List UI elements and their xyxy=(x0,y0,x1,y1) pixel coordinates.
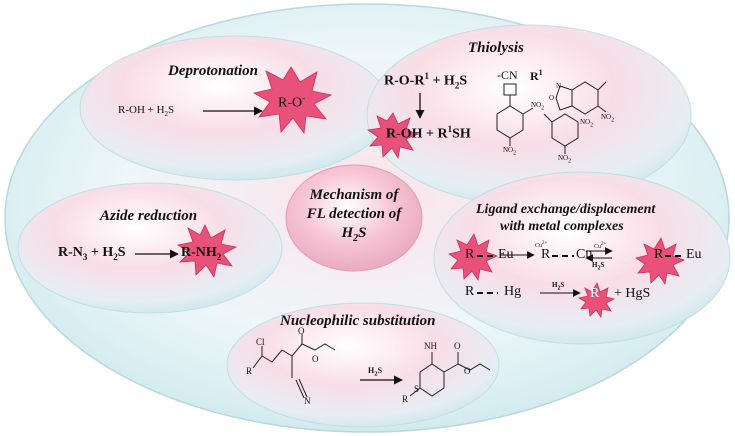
nucleophilic-cl: Cl xyxy=(256,337,265,347)
azide-title: Azide reduction xyxy=(100,208,198,224)
azide-reactant: R-N3 + H2S xyxy=(58,245,126,262)
thiolysis-no2-b: NO2 xyxy=(503,146,517,157)
nucleophilic-n-left: N xyxy=(304,396,311,406)
deprotonation-title: Deprotonation xyxy=(168,63,259,79)
nucleophilic-o-left-2: O xyxy=(312,354,319,364)
center-title: Mechanism of FL detection of H2S xyxy=(298,186,410,248)
ligand-eu-1: Eu xyxy=(498,247,514,262)
star-ligand-left xyxy=(448,233,499,282)
ligand-r-1: R xyxy=(465,247,475,262)
thiolysis-n-label: N xyxy=(556,82,562,90)
thiolysis-o-label: O xyxy=(549,94,555,102)
nucleophilic-s: S xyxy=(414,384,420,394)
thiolysis-r1-label: R1 xyxy=(530,68,543,83)
nucleophilic-h2s: H2S xyxy=(368,366,383,378)
nucleophilic-nh: NH xyxy=(424,341,437,351)
ligand-hg: Hg xyxy=(504,284,522,299)
center-line1: Mechanism of xyxy=(309,187,399,203)
deprotonation-product: R-O- xyxy=(278,93,306,111)
ligand-h2s-eq: H2S xyxy=(592,261,605,272)
ligand-r-5: R xyxy=(590,286,600,301)
ligand-title-line2: with metal complexes xyxy=(500,219,624,234)
nucleophilic-o-right: O xyxy=(454,341,461,351)
ligand-cu: Cu xyxy=(576,247,593,262)
dinitrophenyl-structure xyxy=(543,113,579,154)
diene-ester-structure xyxy=(252,334,336,399)
star-ligand-right xyxy=(635,237,686,286)
nbd-structure xyxy=(555,81,607,115)
ligand-r-4: R xyxy=(465,284,475,299)
star-azide xyxy=(176,224,238,279)
deprotonation-reactant: R-OH + H2S xyxy=(118,104,175,119)
thiolysis-title: Thiolysis xyxy=(468,40,524,56)
star-thiolysis xyxy=(366,112,420,160)
ligand-cu-charge-1: Cu2+ xyxy=(535,241,548,249)
thiolysis-reactant: R-O-R1 + H2S xyxy=(384,71,468,91)
nucleophilic-bubble xyxy=(226,302,500,428)
azide-product: R-NH2 xyxy=(181,245,222,262)
center-bubble xyxy=(285,164,423,272)
ligand-r-2: R xyxy=(541,247,551,262)
star-deprotonation xyxy=(252,66,333,135)
nucleophilic-o-right-2: O xyxy=(464,366,471,376)
thiolysis-no2-e: NO2 xyxy=(558,154,572,165)
nucleophilic-o-left: O xyxy=(298,326,305,336)
ligand-r-3: R xyxy=(654,247,664,262)
sulfonyl-dinitrobenzene-structure xyxy=(496,83,534,146)
thiolysis-no2-c: NO2 xyxy=(601,113,615,124)
ligand-title-line1: Ligand exchange/displacement xyxy=(476,202,656,217)
ligand-hgs: + HgS xyxy=(614,286,651,301)
ligand-cu-charge-2: Cu2+ xyxy=(594,242,607,250)
thiopyran-structure xyxy=(409,352,491,397)
nucleophilic-r-left: R xyxy=(246,366,253,376)
star-ligand-hg xyxy=(577,282,616,319)
azide-bubble xyxy=(17,182,283,314)
ligand-h2s-arrow: H2S xyxy=(552,281,565,292)
center-line2: FL detection of xyxy=(306,206,402,222)
ligand-bubble xyxy=(433,171,731,345)
ligand-eu-2: Eu xyxy=(686,247,702,262)
nucleophilic-r-right: R xyxy=(402,394,409,404)
thiolysis-no2-a: NO2 xyxy=(531,101,545,112)
thiolysis-cn-label: -CN xyxy=(497,68,518,82)
nucleophilic-title: Nucleophilic substitution xyxy=(280,313,436,329)
center-line3: H2S xyxy=(341,225,367,244)
thiolysis-product: R-OH + R1SH xyxy=(386,124,471,142)
thiolysis-no2-d: NO2 xyxy=(580,118,594,129)
